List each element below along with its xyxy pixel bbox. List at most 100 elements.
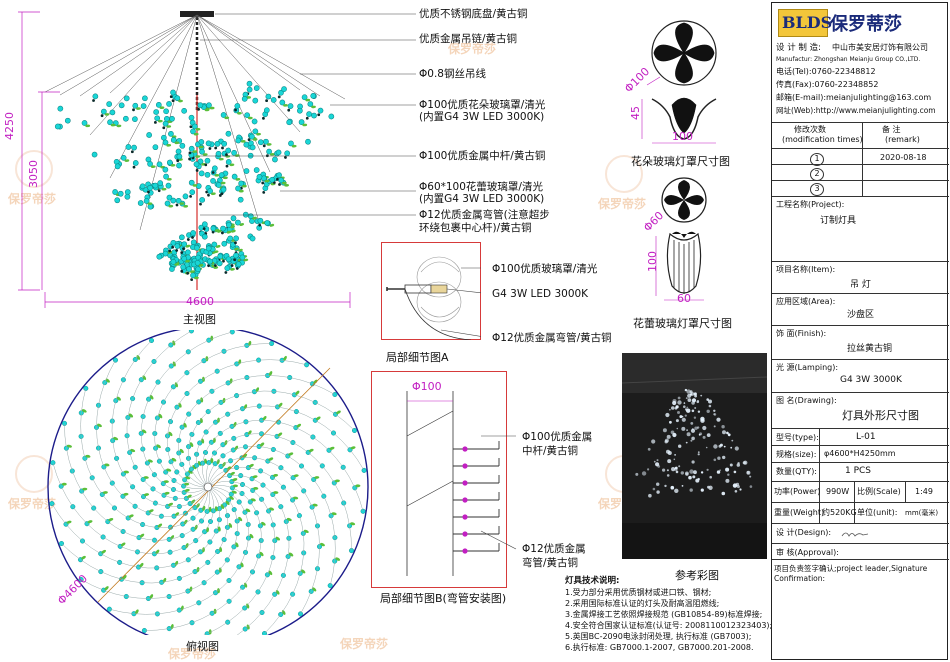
- photo-light: [714, 459, 717, 462]
- bud-shade: [284, 156, 287, 159]
- pipe-joint: [462, 514, 467, 519]
- bud-shade: [208, 147, 211, 150]
- photo-light: [739, 488, 741, 490]
- flower-shade: [205, 158, 211, 164]
- photo-light: [686, 397, 688, 399]
- photo-light: [735, 490, 738, 493]
- photo-light: [681, 471, 684, 474]
- flower-shade: [169, 116, 174, 121]
- item-label: 项目名称(Item):: [776, 265, 835, 275]
- flower-shade: [284, 151, 290, 157]
- photo-light: [709, 476, 712, 479]
- photo-light: [707, 410, 710, 413]
- photo-light: [642, 471, 646, 475]
- photo-light: [677, 428, 679, 430]
- photo-light: [673, 399, 677, 403]
- top-shade: [362, 468, 367, 473]
- spiral-arm: [211, 475, 289, 635]
- scale-label: 比例(Scale): [857, 487, 901, 497]
- photo-light: [675, 407, 678, 410]
- designer-label: 设 计 制 造:: [776, 43, 821, 53]
- bud-shade: [225, 165, 228, 168]
- photo-light: [667, 474, 670, 477]
- manufacturer-en: Manufactur: Zhongshan Meianju Group CO.,…: [776, 55, 920, 65]
- photo-light: [679, 415, 682, 418]
- top-shade: [107, 607, 112, 612]
- photo-light: [693, 470, 697, 474]
- tech-note-3: 3.金属焊接工艺依照焊接规范 (GB10854-89)标准焊接;: [565, 609, 772, 620]
- photo-light: [735, 446, 739, 450]
- flower-shade: [153, 183, 159, 189]
- photo-light: [685, 408, 687, 410]
- photo-light: [657, 459, 659, 461]
- flower-shade: [181, 108, 186, 113]
- photo-light: [730, 464, 733, 467]
- flower-shade: [266, 94, 271, 99]
- photo-light: [713, 444, 717, 448]
- unit-value: mm(毫米): [905, 508, 938, 518]
- photo-light: [674, 489, 678, 493]
- flower-shade: [244, 168, 250, 174]
- photo-light: [717, 457, 720, 460]
- bud-shade: [224, 271, 227, 274]
- crystal-tiers: [53, 77, 334, 284]
- top-shade: [304, 363, 309, 368]
- photo-light: [699, 432, 702, 435]
- bud-shade: [158, 189, 161, 192]
- logo-badge: BLDS: [778, 9, 828, 37]
- photo-light: [674, 454, 676, 456]
- detail-b-rod-label-2: 中杆/黄古铜: [522, 445, 578, 458]
- flower-shade: [183, 194, 189, 200]
- revision-date: 2020-08-18: [880, 153, 927, 163]
- bud-shade: [196, 169, 199, 172]
- bud-shade: [306, 117, 309, 120]
- photo-light: [671, 406, 675, 410]
- pipe-joint: [462, 531, 467, 536]
- photo-light: [667, 469, 669, 471]
- photo-light: [635, 473, 638, 476]
- photo-light: [698, 453, 700, 455]
- photo-light: [667, 435, 671, 439]
- photo-light: [682, 418, 686, 422]
- photo-light: [701, 471, 703, 473]
- flower-shade: [271, 97, 276, 102]
- detail-b-caption: 局部细节图B(弯管安装图): [380, 590, 506, 606]
- photo-light: [685, 389, 687, 391]
- photo-light: [669, 409, 671, 411]
- tech-note-6: 6.执行标准: GB7000.1-2007, GB7000.201-2008.: [565, 642, 772, 653]
- remark-header: 备 注: [882, 125, 901, 135]
- photo-light: [678, 445, 681, 448]
- dim-width: 4600: [186, 295, 214, 308]
- power-label: 功率(Power): [774, 487, 820, 497]
- photo-light: [721, 425, 724, 428]
- bud-shade: [187, 238, 191, 242]
- annotation-flower-led: (内置G4 3W LED 3000K): [419, 111, 544, 124]
- photo-light: [743, 461, 746, 464]
- detail-b-rod-label: Φ100优质金属: [522, 431, 592, 444]
- photo-light: [733, 483, 737, 487]
- photo-light: [692, 410, 695, 413]
- bud-shade: [317, 113, 320, 116]
- flower-shade: [147, 185, 153, 191]
- bud-shade: [92, 99, 95, 102]
- flower-shade: [179, 234, 186, 241]
- flower-shade: [153, 109, 158, 114]
- bud-shade: [261, 181, 264, 184]
- flower-shade: [163, 167, 169, 173]
- flower-shade: [123, 116, 128, 121]
- photo-light: [700, 395, 702, 397]
- qty-label: 数量(QTY):: [776, 467, 817, 477]
- front-view-drawing: [0, 0, 600, 330]
- photo-light: [686, 442, 688, 444]
- flower-shade: [125, 194, 131, 200]
- photo-light: [684, 402, 686, 404]
- flower-shade: [210, 178, 216, 184]
- bud-shade: [199, 203, 202, 206]
- bud-shade-drawing: [612, 170, 772, 310]
- flower-shade: [281, 86, 286, 91]
- detail-a-glass-label: Φ100优质玻璃罩/清光: [492, 263, 597, 276]
- bud-shade: [189, 195, 192, 198]
- bud-shade: [214, 147, 217, 150]
- top-leaf: [233, 485, 238, 488]
- finish-value: 拉丝黄古铜: [847, 341, 892, 354]
